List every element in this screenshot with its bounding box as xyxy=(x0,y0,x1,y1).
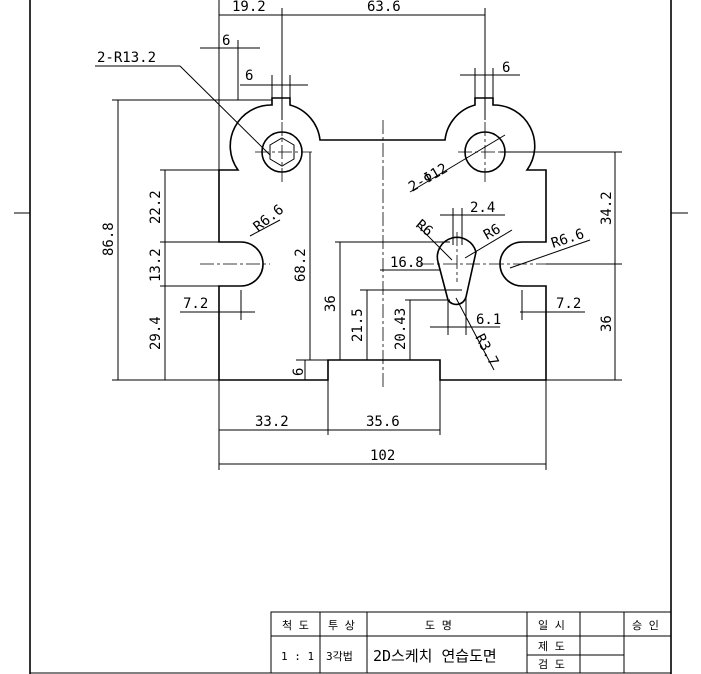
dim-6-right-boss: 6 xyxy=(502,60,510,76)
dim-19-2: 19.2 xyxy=(232,0,266,15)
dim-2-4: 2.4 xyxy=(470,200,495,216)
title-scale-value: 1 : 1 xyxy=(281,650,314,663)
dim-86-8: 86.8 xyxy=(101,222,117,256)
dimension-labels: 19.2 63.6 2-R13.2 6 6 6 86.8 22.2 13.2 2… xyxy=(97,0,615,464)
dim-6-bottom: 6 xyxy=(291,368,307,376)
dim-16-8: 16.8 xyxy=(390,255,424,271)
dim-68-2: 68.2 xyxy=(293,248,309,282)
dim-6-left-boss: 6 xyxy=(245,68,253,84)
dim-7-2-right: 7.2 xyxy=(556,296,581,312)
part-outline xyxy=(218,97,547,381)
dim-63-6: 63.6 xyxy=(367,0,401,15)
title-drawn-label: 제 도 xyxy=(538,640,565,653)
slot-cutout xyxy=(436,236,477,306)
dim-36-mid: 36 xyxy=(323,295,339,312)
dim-34-2: 34.2 xyxy=(599,191,615,225)
center-lines xyxy=(200,120,560,390)
title-drawing-label: 도 명 xyxy=(425,619,452,632)
title-block: 척 도 투 상 도 명 일 시 승 인 1 : 1 3각법 2D스케치 연습도면… xyxy=(270,611,672,674)
dim-29-4: 29.4 xyxy=(148,316,164,350)
dim-7-2-left: 7.2 xyxy=(183,296,208,312)
title-drawing-name: 2D스케치 연습도면 xyxy=(373,647,497,665)
dim-36-right: 36 xyxy=(599,315,615,332)
dim-13-2: 13.2 xyxy=(148,248,164,282)
dimension-lines xyxy=(95,0,622,470)
title-approve-label: 승 인 xyxy=(632,619,659,632)
dim-20-43: 20.43 xyxy=(393,308,409,350)
title-checked-label: 검 도 xyxy=(538,658,565,671)
dim-6-top-left: 6 xyxy=(222,33,230,49)
dim-102: 102 xyxy=(370,448,395,464)
dim-6-1: 6.1 xyxy=(476,312,501,328)
dim-2-phi12: 2-Φ12 xyxy=(406,161,451,196)
dim-r6-6-left: R6.6 xyxy=(251,202,287,235)
dim-r6-b: R6 xyxy=(481,221,504,243)
hex-socket xyxy=(269,137,295,167)
title-projection-value: 3각법 xyxy=(326,650,353,663)
dim-2-r13-2: 2-R13.2 xyxy=(97,50,156,66)
dim-33-2: 33.2 xyxy=(255,414,289,430)
title-projection-label: 투 상 xyxy=(328,619,355,632)
title-scale-label: 척 도 xyxy=(282,619,309,632)
dim-35-6: 35.6 xyxy=(366,414,400,430)
dim-r6-a: R6 xyxy=(412,217,435,240)
title-date-label: 일 시 xyxy=(538,618,565,632)
dim-22-2: 22.2 xyxy=(148,190,164,224)
dim-21-5: 21.5 xyxy=(350,308,366,342)
dim-r3-7: R3.7 xyxy=(471,331,501,368)
